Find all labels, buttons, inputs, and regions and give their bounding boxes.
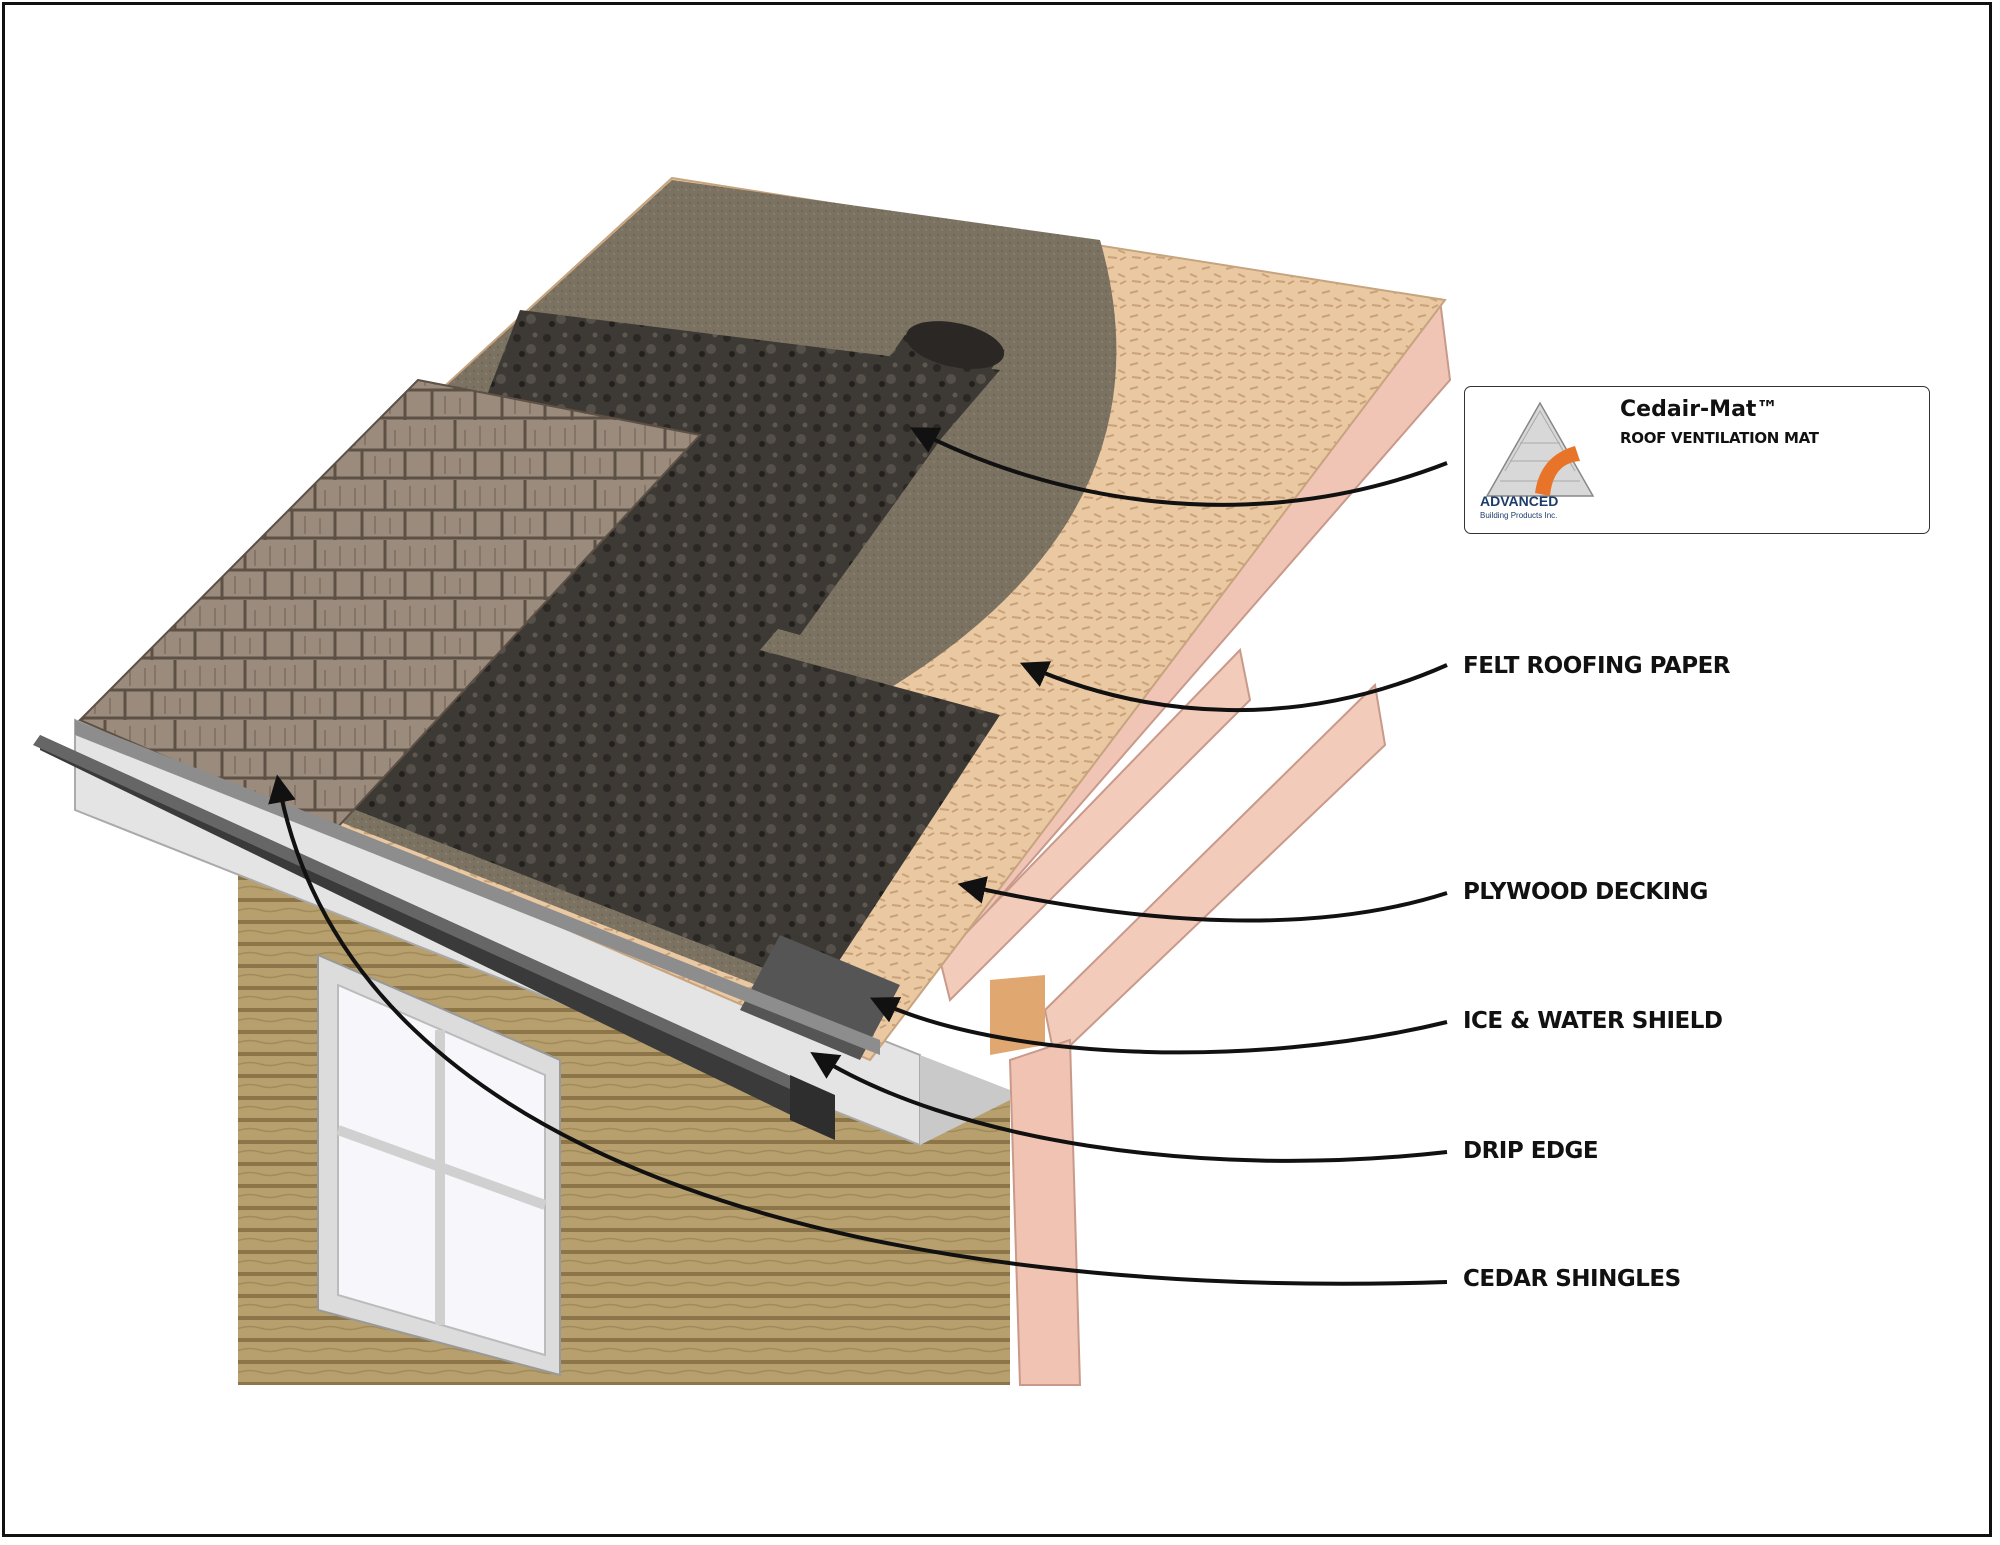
leader-cedar-shingles [268, 774, 1448, 1286]
leader-ice-shield [869, 997, 1448, 1055]
label-drip-edge: DRIP EDGE [1463, 1138, 1599, 1164]
product-subtitle: ROOF VENTILATION MAT [1620, 429, 1819, 447]
product-label-box: ADVANCED Building Products Inc. Cedair-M… [1464, 386, 1930, 534]
triangle-mesh-logo-icon [1485, 401, 1595, 497]
leader-plywood [957, 876, 1448, 923]
label-cedar-shingles: CEDAR SHINGLES [1463, 1266, 1681, 1292]
logo-text: ADVANCED [1480, 493, 1559, 509]
label-plywood-decking: PLYWOOD DECKING [1463, 879, 1708, 905]
logo-subtext: Building Products Inc. [1480, 511, 1558, 520]
label-felt-roofing-paper: FELT ROOFING PAPER [1463, 653, 1731, 679]
leader-cedair-mat [910, 427, 1448, 507]
product-title: Cedair-Mat™ [1620, 397, 1779, 422]
mat-roll [710, 321, 1005, 635]
leader-drip-edge [810, 1052, 1448, 1163]
gutter [33, 735, 835, 1140]
ice-water-shield [740, 935, 900, 1060]
window [317, 953, 561, 1377]
leader-felt [1019, 661, 1448, 712]
label-ice-water-shield: ICE & WATER SHIELD [1463, 1008, 1723, 1034]
